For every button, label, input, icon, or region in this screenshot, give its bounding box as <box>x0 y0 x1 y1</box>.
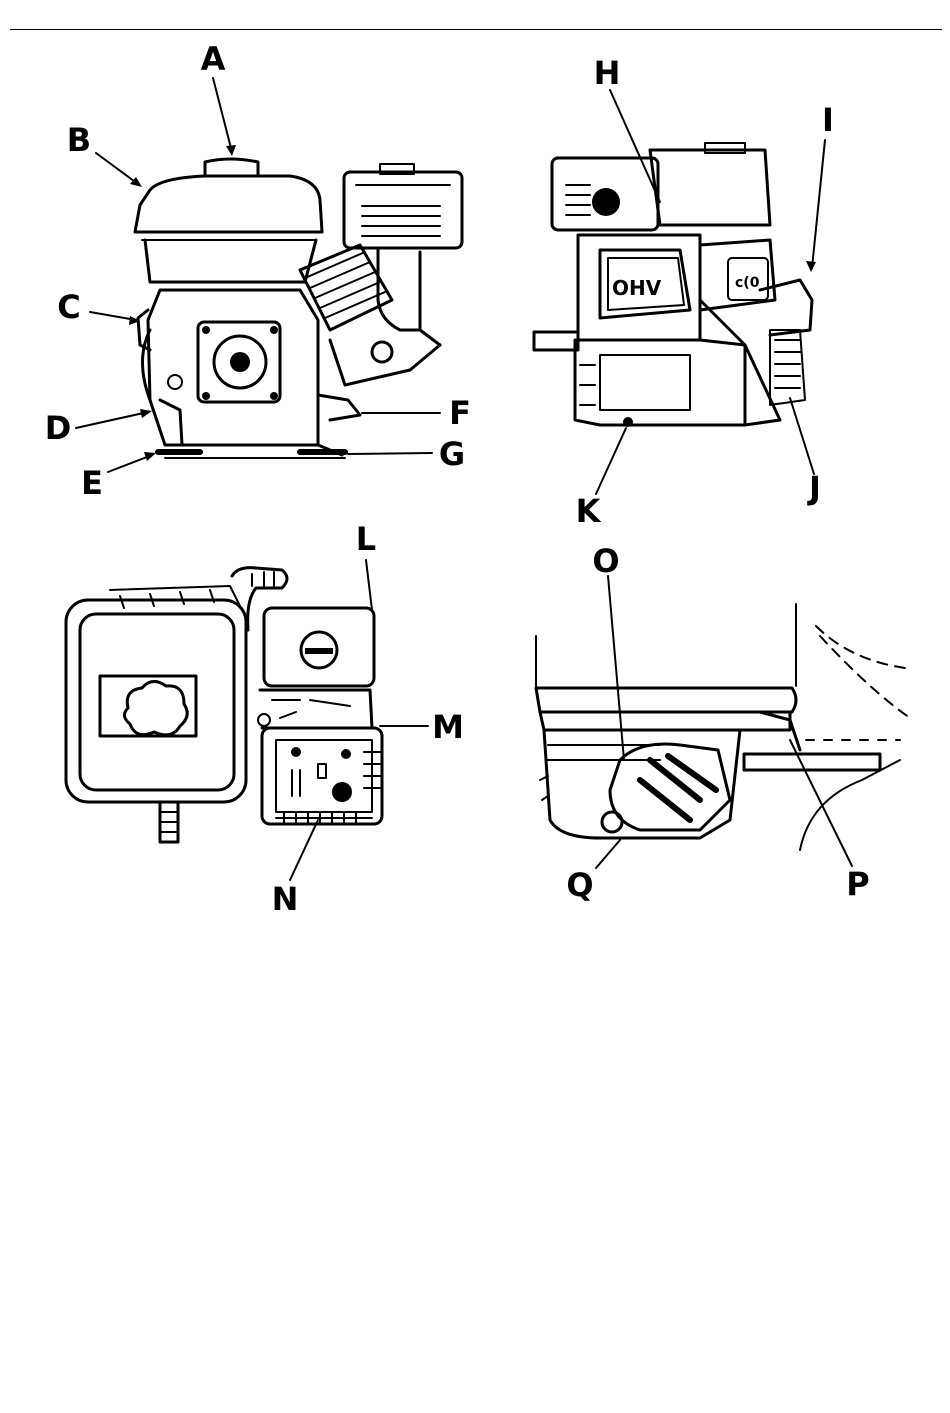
callout-n: N <box>272 883 299 915</box>
top-view-drawing <box>66 568 382 842</box>
callout-q: Q <box>566 869 593 901</box>
callout-a: A <box>201 43 226 75</box>
callout-b: B <box>67 124 91 156</box>
callout-f: F <box>449 397 471 429</box>
callout-p: P <box>846 868 869 900</box>
front-view-leaders <box>76 78 440 472</box>
detail-view-drawing <box>536 604 910 850</box>
ohv-badge: OHV <box>612 276 662 300</box>
side-view-drawing: OHV c(0 <box>534 143 812 427</box>
callout-g: G <box>439 438 465 470</box>
callout-j: J <box>809 472 821 504</box>
callout-l: L <box>356 523 376 555</box>
callout-h: H <box>594 57 621 89</box>
callout-c: C <box>57 291 80 323</box>
callout-e: E <box>81 467 103 499</box>
svg-text:c(0: c(0 <box>735 275 760 291</box>
callout-i: I <box>822 104 834 136</box>
callout-d: D <box>45 412 72 444</box>
callout-o: O <box>592 545 619 577</box>
callout-k: K <box>576 495 601 527</box>
callout-m: M <box>432 711 464 743</box>
